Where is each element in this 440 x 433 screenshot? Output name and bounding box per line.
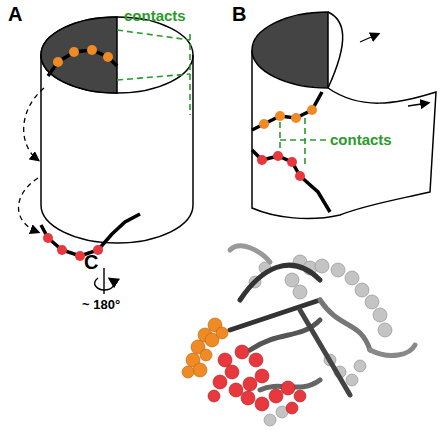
cylinder-b	[252, 12, 436, 219]
panel-letter: C	[84, 252, 98, 272]
red-segment-b	[252, 150, 330, 212]
motion-arrows-b	[360, 34, 428, 106]
orange-segment-a	[48, 45, 117, 76]
orange-segment-b	[252, 92, 322, 130]
contact-lines-a	[117, 30, 190, 115]
contacts-label: contacts	[330, 132, 392, 147]
rotation-label: ~ 180°	[82, 298, 120, 311]
cylinder-a	[41, 17, 193, 243]
protein-orange-atoms	[182, 318, 228, 378]
panel-letter: A	[8, 4, 22, 24]
protein-red-atoms	[208, 345, 306, 414]
protein-ribbons	[230, 246, 415, 395]
contacts-label: contacts	[124, 8, 186, 23]
dashed-arrows-a	[19, 88, 45, 232]
panel-letter: B	[232, 4, 246, 24]
